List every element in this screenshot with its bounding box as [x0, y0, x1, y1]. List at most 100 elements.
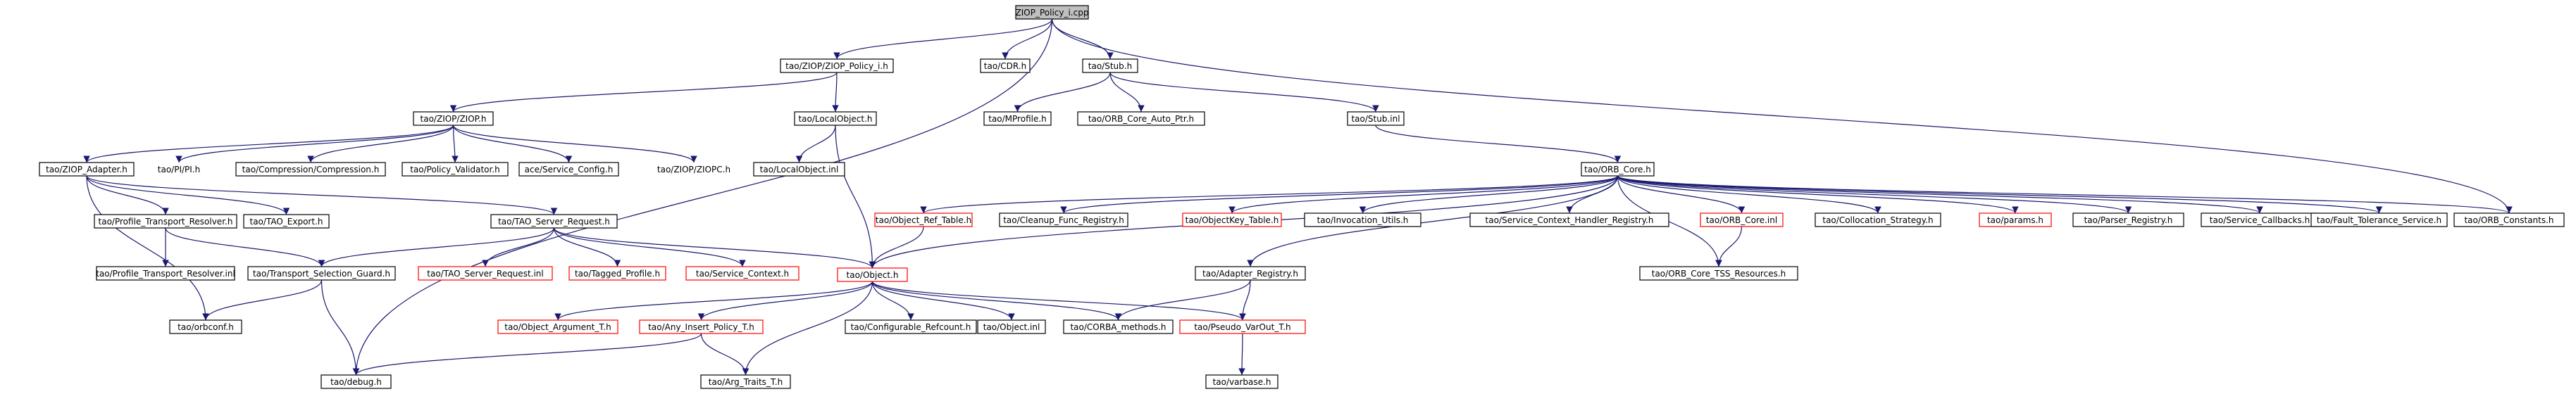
edge-orb-core-h-to-adapter-registry-h	[1247, 175, 1619, 267]
node-stub-h[interactable]: tao/Stub.h	[1082, 58, 1138, 73]
node-cleanup-func-registry-h[interactable]: tao/Cleanup_Func_Registry.h	[999, 212, 1128, 227]
edge-object-h-to-arg-traits-t-h	[742, 281, 873, 376]
edges-layer	[83, 18, 2513, 376]
node-mprofile-h[interactable]: tao/MProfile.h	[983, 111, 1052, 126]
edge-stub-inl-to-orb-core-h	[1375, 125, 1622, 163]
node-object-h[interactable]: tao/Object.h	[837, 267, 908, 282]
edge-ziop-adapter-h-to-tao-server-request-h	[86, 175, 558, 215]
node-box-objectkey-table-h	[1182, 212, 1282, 227]
node-service-context-handler-registry-h[interactable]: tao/Service_Context_Handler_Registry.h	[1469, 212, 1669, 227]
node-fault-tolerance-service-h[interactable]: tao/Fault_Tolerance_Service.h	[2310, 212, 2448, 227]
node-parser-registry-h[interactable]: tao/Parser_Registry.h	[2072, 212, 2184, 227]
node-invocation-utils-h[interactable]: tao/Invocation_Utils.h	[1304, 212, 1421, 227]
node-box-transport-selection-guard-h	[247, 266, 396, 281]
node-label-object-inl: tao/Object.inl	[983, 322, 1040, 332]
node-object-inl[interactable]: tao/Object.inl	[977, 319, 1046, 334]
node-orbconf-h[interactable]: tao/orbconf.h	[169, 319, 242, 334]
edge-orb-core-h-to-params-h	[1617, 175, 2019, 214]
edge-tao-server-request-h-to-transport-selection-guard-h	[318, 227, 555, 267]
node-label-transport-selection-guard-h: tao/Transport_Selection_Guard.h	[253, 269, 390, 279]
node-label-invocation-utils-h: tao/Invocation_Utils.h	[1317, 215, 1409, 225]
edge-object-h-to-any-insert-policy-t-h	[697, 281, 873, 321]
node-box-service-config-h	[518, 162, 619, 177]
node-objectkey-table-h[interactable]: tao/ObjectKey_Table.h	[1182, 212, 1282, 227]
node-box-mprofile-h	[983, 111, 1052, 126]
edge-root-to-debug-h	[352, 18, 1053, 376]
node-box-orbconf-h	[169, 319, 242, 334]
node-policy-validator-h[interactable]: tao/Policy_Validator.h	[402, 162, 509, 177]
node-orb-core-tss-resources-h[interactable]: tao/ORB_Core_TSS_Resources.h	[1639, 266, 1798, 281]
node-service-context-h[interactable]: tao/Service_Context.h	[685, 266, 799, 281]
edge-stub-h-to-orb-core-auto-ptr-h	[1109, 72, 1145, 113]
node-box-ziop-policy-i-h	[780, 58, 894, 73]
node-profile-transport-resolver-h[interactable]: tao/Profile_Transport_Resolver.h	[94, 214, 237, 229]
node-box-adapter-registry-h	[1195, 266, 1306, 281]
node-orb-core-h[interactable]: tao/ORB_Core.h	[1581, 162, 1655, 177]
node-tagged-profile-h[interactable]: tao/Tagged_Profile.h	[568, 266, 666, 281]
node-label-stub-inl: tao/Stub.inl	[1351, 114, 1400, 124]
edge-any-insert-policy-t-h-to-debug-h	[352, 333, 702, 376]
node-label-tao-export-h: tao/TAO_Export.h	[250, 217, 323, 227]
node-object-ref-table-h[interactable]: tao/Object_Ref_Table.h	[874, 212, 973, 227]
node-orb-core-auto-ptr-h[interactable]: tao/ORB_Core_Auto_Ptr.h	[1077, 111, 1205, 126]
node-stub-inl[interactable]: tao/Stub.inl	[1347, 111, 1405, 126]
node-box-orb-core-h	[1581, 162, 1655, 177]
node-pseudo-varout-t-h[interactable]: tao/Pseudo_VarOut_T.h	[1179, 319, 1306, 334]
node-box-cleanup-func-registry-h	[999, 212, 1128, 227]
node-localobject-h[interactable]: tao/LocalObject.h	[794, 111, 877, 126]
node-label-fault-tolerance-service-h: tao/Fault_Tolerance_Service.h	[2317, 215, 2441, 225]
node-service-config-h[interactable]: ace/Service_Config.h	[518, 162, 619, 177]
node-tao-server-request-inl[interactable]: tao/TAO_Server_Request.inl	[418, 266, 553, 281]
node-configurable-refcount-h[interactable]: tao/Configurable_Refcount.h	[845, 319, 977, 334]
node-box-tao-export-h	[243, 214, 330, 229]
node-root[interactable]: ZIOP_Policy_i.cpp	[1015, 5, 1089, 20]
node-adapter-registry-h[interactable]: tao/Adapter_Registry.h	[1195, 266, 1306, 281]
node-box-policy-validator-h	[402, 162, 509, 177]
node-label-collocation-strategy-h: tao/Collocation_Strategy.h	[1822, 215, 1933, 225]
node-box-stub-h	[1082, 58, 1138, 73]
node-label-parser-registry-h: tao/Parser_Registry.h	[2084, 215, 2173, 225]
node-debug-h[interactable]: tao/debug.h	[321, 374, 392, 389]
edge-orb-core-inl-to-orb-core-tss-resources-h	[1715, 226, 1743, 267]
node-box-tao-server-request-h	[490, 214, 618, 229]
node-corba-methods-h[interactable]: tao/CORBA_methods.h	[1063, 319, 1174, 334]
node-localobject-inl[interactable]: tao/LocalObject.inl	[753, 162, 845, 177]
node-collocation-strategy-h[interactable]: tao/Collocation_Strategy.h	[1815, 212, 1941, 227]
node-box-orb-constants-h	[2453, 212, 2565, 227]
edge-ziop-h-to-ziopc-h	[452, 125, 697, 163]
edge-stub-h-to-stub-inl	[1109, 72, 1379, 113]
node-cdr-h[interactable]: tao/CDR.h	[980, 58, 1031, 73]
node-varbase-h[interactable]: tao/varbase.h	[1205, 374, 1278, 389]
node-any-insert-policy-t-h[interactable]: tao/Any_Insert_Policy_T.h	[639, 319, 764, 334]
node-label-object-h: tao/Object.h	[847, 270, 899, 280]
node-ziop-adapter-h[interactable]: tao/ZIOP_Adapter.h	[39, 162, 135, 177]
edge-root-to-stub-h	[1051, 18, 1114, 60]
node-service-callbacks-h[interactable]: tao/Service_Callbacks.h	[2201, 212, 2319, 227]
edge-root-to-ziop-policy-i-h	[833, 18, 1053, 60]
node-compression-h[interactable]: tao/Compression/Compression.h	[235, 162, 386, 177]
edge-object-h-to-object-inl	[871, 281, 1015, 321]
node-orb-constants-h[interactable]: tao/ORB_Constants.h	[2453, 212, 2565, 227]
node-params-h[interactable]: tao/params.h	[1979, 212, 2052, 227]
node-label-mprofile-h: tao/MProfile.h	[988, 114, 1047, 124]
node-pi-h[interactable]: tao/PI/PI.h	[151, 163, 207, 176]
node-tao-server-request-h[interactable]: tao/TAO_Server_Request.h	[490, 214, 618, 229]
edge-transport-selection-guard-h-to-orbconf-h	[202, 279, 323, 321]
edge-ziop-h-to-ziop-adapter-h	[83, 125, 454, 163]
node-box-orb-core-tss-resources-h	[1639, 266, 1798, 281]
node-label-object-argument-t-h: tao/Object_Argument_T.h	[504, 322, 611, 332]
edge-object-h-to-configurable-refcount-h	[871, 281, 914, 321]
node-orb-core-inl[interactable]: tao/ORB_Core.inl	[1700, 212, 1784, 227]
node-object-argument-t-h[interactable]: tao/Object_Argument_T.h	[497, 319, 618, 334]
edge-ziop-h-to-pi-h	[175, 125, 454, 163]
node-ziop-h[interactable]: tao/ZIOP/ZIOP.h	[413, 111, 494, 126]
node-ziop-policy-i-h[interactable]: tao/ZIOP/ZIOP_Policy_i.h	[780, 58, 894, 73]
nodes-layer: ZIOP_Policy_i.cpp tao/ZIOP/ZIOP_Policy_i.…	[39, 5, 2565, 389]
node-arg-traits-t-h[interactable]: tao/Arg_Traits_T.h	[700, 374, 791, 389]
node-tao-export-h[interactable]: tao/TAO_Export.h	[243, 214, 330, 229]
node-ziopc-h[interactable]: tao/ZIOP/ZIOPC.h	[652, 163, 736, 176]
node-label-stub-h: tao/Stub.h	[1088, 61, 1132, 71]
node-profile-transport-resolver-inl[interactable]: tao/Profile_Transport_Resolver.inl	[96, 266, 235, 281]
node-box-ziop-h	[413, 111, 494, 126]
node-transport-selection-guard-h[interactable]: tao/Transport_Selection_Guard.h	[247, 266, 396, 281]
